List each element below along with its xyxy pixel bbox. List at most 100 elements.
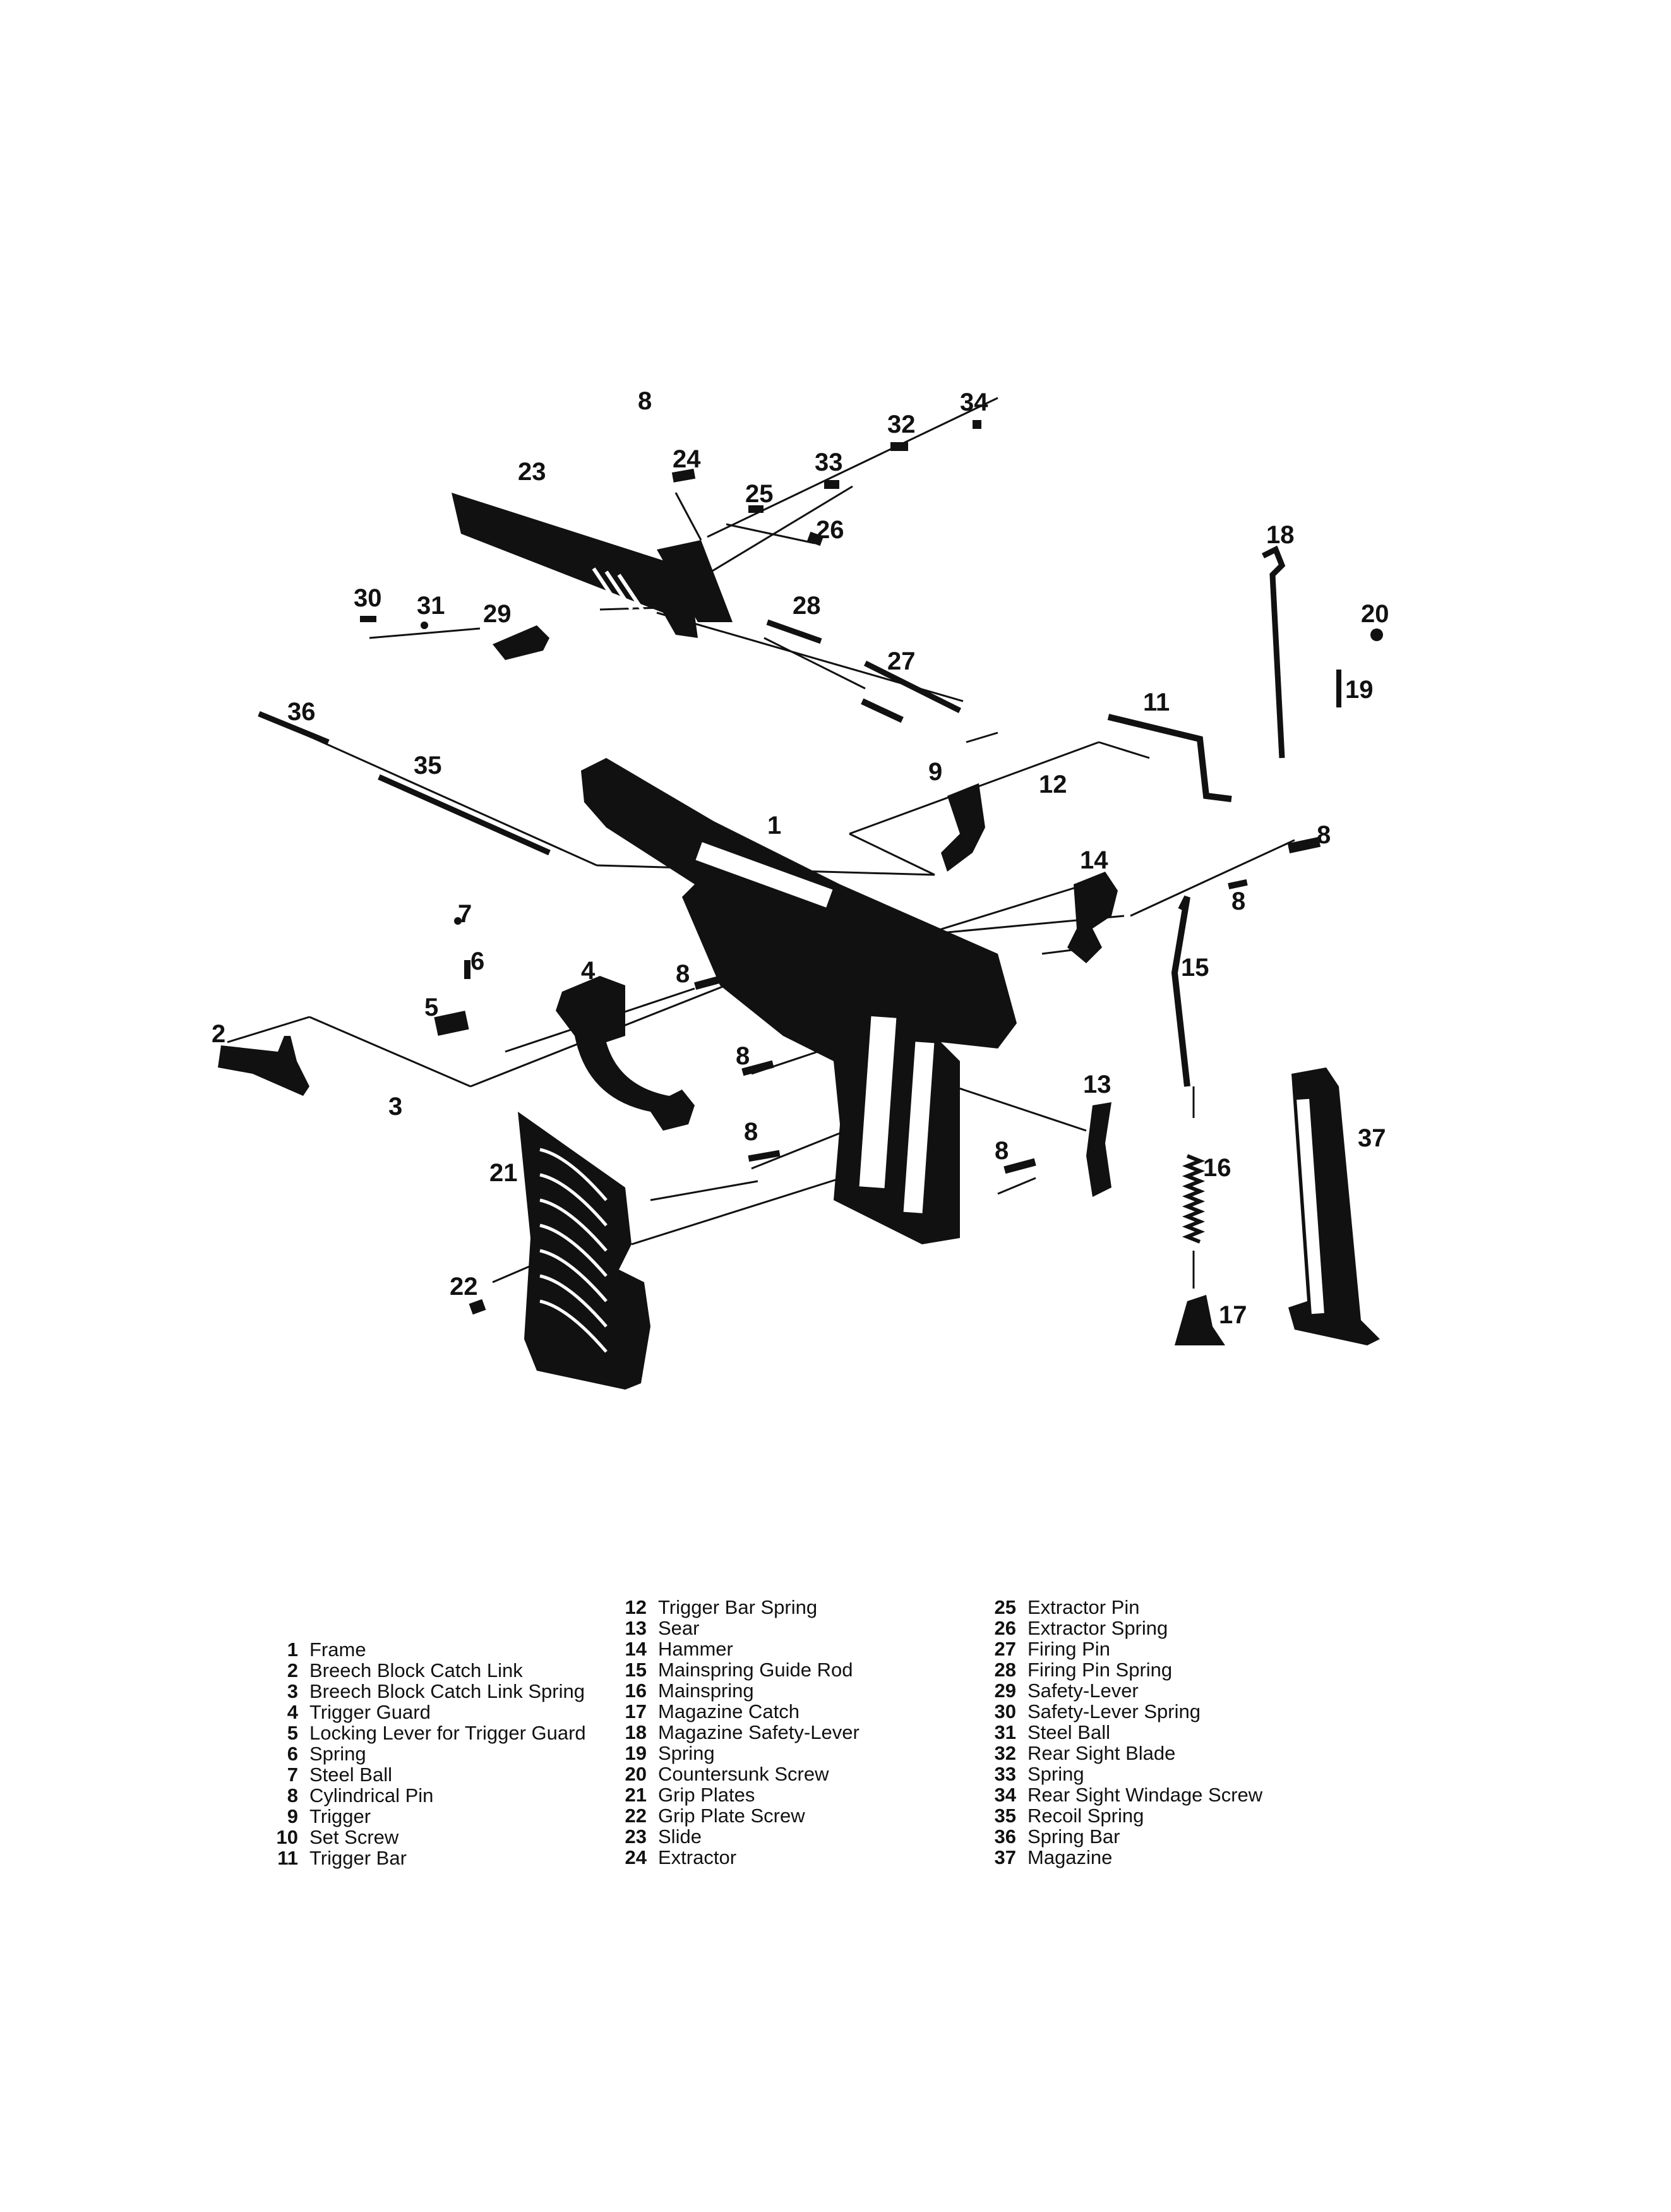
callout-11: 11 <box>1143 688 1170 716</box>
legend-number: 8 <box>287 1784 298 1806</box>
legend-label: Magazine <box>1027 1846 1113 1868</box>
callout-22: 22 <box>450 1273 478 1301</box>
callout-30: 30 <box>354 584 382 612</box>
callout-27: 27 <box>887 647 916 675</box>
callout-31: 31 <box>417 592 445 620</box>
legend-label: Trigger Bar <box>309 1847 407 1869</box>
legend-label: Firing Pin <box>1027 1638 1110 1660</box>
callout-9: 9 <box>928 758 942 786</box>
legend-label: Firing Pin Spring <box>1027 1659 1173 1681</box>
trigger-bar-part <box>1107 714 1232 802</box>
callout-29: 29 <box>483 600 512 628</box>
legend-number: 17 <box>625 1700 647 1722</box>
legend-label: Rear Sight Blade <box>1027 1742 1176 1764</box>
legend-label: Hammer <box>658 1638 733 1660</box>
legend-item: 26 Extractor Spring <box>976 1618 1262 1638</box>
legend-number: 26 <box>994 1617 1016 1639</box>
callout-21: 21 <box>489 1159 518 1187</box>
small-pins <box>360 420 1383 1315</box>
legend-number: 29 <box>994 1680 1016 1702</box>
legend-number: 1 <box>287 1638 298 1661</box>
legend-number: 6 <box>287 1743 298 1765</box>
legend-label: Safety-Lever <box>1027 1680 1139 1702</box>
safety-lever-part <box>493 625 549 660</box>
legend-item: 14 Hammer <box>606 1638 859 1659</box>
legend-number: 3 <box>287 1680 298 1702</box>
callout-23: 23 <box>518 458 546 486</box>
legend-item: 5 Locking Lever for Trigger Guard <box>258 1722 586 1743</box>
callout-3: 3 <box>388 1093 402 1121</box>
callout-4: 4 <box>581 957 596 985</box>
callout-14: 14 <box>1080 846 1108 874</box>
legend-number: 19 <box>625 1742 647 1764</box>
legend-number: 7 <box>287 1764 298 1786</box>
callout-24: 24 <box>673 445 701 473</box>
legend-number: 16 <box>625 1680 647 1702</box>
callout-15: 15 <box>1181 954 1209 982</box>
legend-number: 12 <box>625 1596 647 1618</box>
legend-number: 23 <box>625 1825 647 1848</box>
legend-label: Trigger Guard <box>309 1701 431 1723</box>
callout-8-center: 8 <box>676 960 690 988</box>
callout-numbers: 8 23 24 25 26 32 33 34 18 20 19 30 31 29… <box>212 387 1389 1329</box>
callout-35: 35 <box>414 752 442 779</box>
legend-number: 14 <box>625 1638 647 1660</box>
legend-number: 2 <box>287 1659 298 1681</box>
callout-19: 19 <box>1345 676 1374 704</box>
callout-26: 26 <box>816 516 844 544</box>
legend-label: Trigger Bar Spring <box>658 1596 818 1618</box>
legend-number: 36 <box>994 1825 1016 1848</box>
callout-8-right-lower: 8 <box>1231 887 1245 915</box>
legend-number: 9 <box>287 1805 298 1827</box>
legend-number: 15 <box>625 1659 647 1681</box>
legend-label: Spring Bar <box>1027 1825 1120 1848</box>
callout-18: 18 <box>1266 521 1295 549</box>
trigger-guard-part <box>556 976 695 1131</box>
legend-label: Steel Ball <box>309 1764 392 1786</box>
callout-5: 5 <box>424 994 438 1021</box>
legend-number: 11 <box>277 1847 298 1869</box>
legend-number: 10 <box>276 1826 298 1848</box>
legend-number: 33 <box>994 1763 1016 1785</box>
legend-number: 13 <box>625 1617 647 1639</box>
legend-number: 4 <box>287 1701 298 1723</box>
legend-number: 27 <box>994 1638 1016 1660</box>
legend-label: Spring <box>309 1743 366 1765</box>
callout-8-lower: 8 <box>744 1118 758 1146</box>
legend-label: Extractor Spring <box>1027 1617 1168 1639</box>
legend-label: Steel Ball <box>1027 1721 1110 1743</box>
callout-8: 8 <box>638 387 652 415</box>
legend-label: Slide <box>658 1825 702 1848</box>
legend-label: Locking Lever for Trigger Guard <box>309 1722 586 1744</box>
callout-25: 25 <box>745 480 774 508</box>
legend-number: 5 <box>287 1722 298 1744</box>
callout-10: 10 <box>758 979 786 1007</box>
breech-block-catch-link-part <box>218 1036 309 1096</box>
callout-13: 13 <box>1083 1071 1111 1098</box>
legend-item: 36 Spring Bar <box>976 1826 1262 1847</box>
legend-label: Countersunk Screw <box>658 1763 829 1785</box>
sear-part <box>1086 1102 1111 1197</box>
legend-item: 33 Spring <box>976 1764 1262 1784</box>
legend-number: 24 <box>625 1846 647 1868</box>
legend-item: 6 Spring <box>258 1743 586 1764</box>
callout-17: 17 <box>1219 1301 1247 1329</box>
legend-number: 20 <box>625 1763 647 1785</box>
legend-label: Mainspring <box>658 1680 754 1702</box>
legend-number: 25 <box>994 1596 1016 1618</box>
callout-34: 34 <box>960 388 988 416</box>
legend-item: 7 Steel Ball <box>258 1764 586 1785</box>
legend-label: Spring <box>1027 1763 1084 1785</box>
callout-7: 7 <box>458 900 472 928</box>
callout-37: 37 <box>1358 1124 1386 1152</box>
callout-2: 2 <box>212 1020 225 1048</box>
